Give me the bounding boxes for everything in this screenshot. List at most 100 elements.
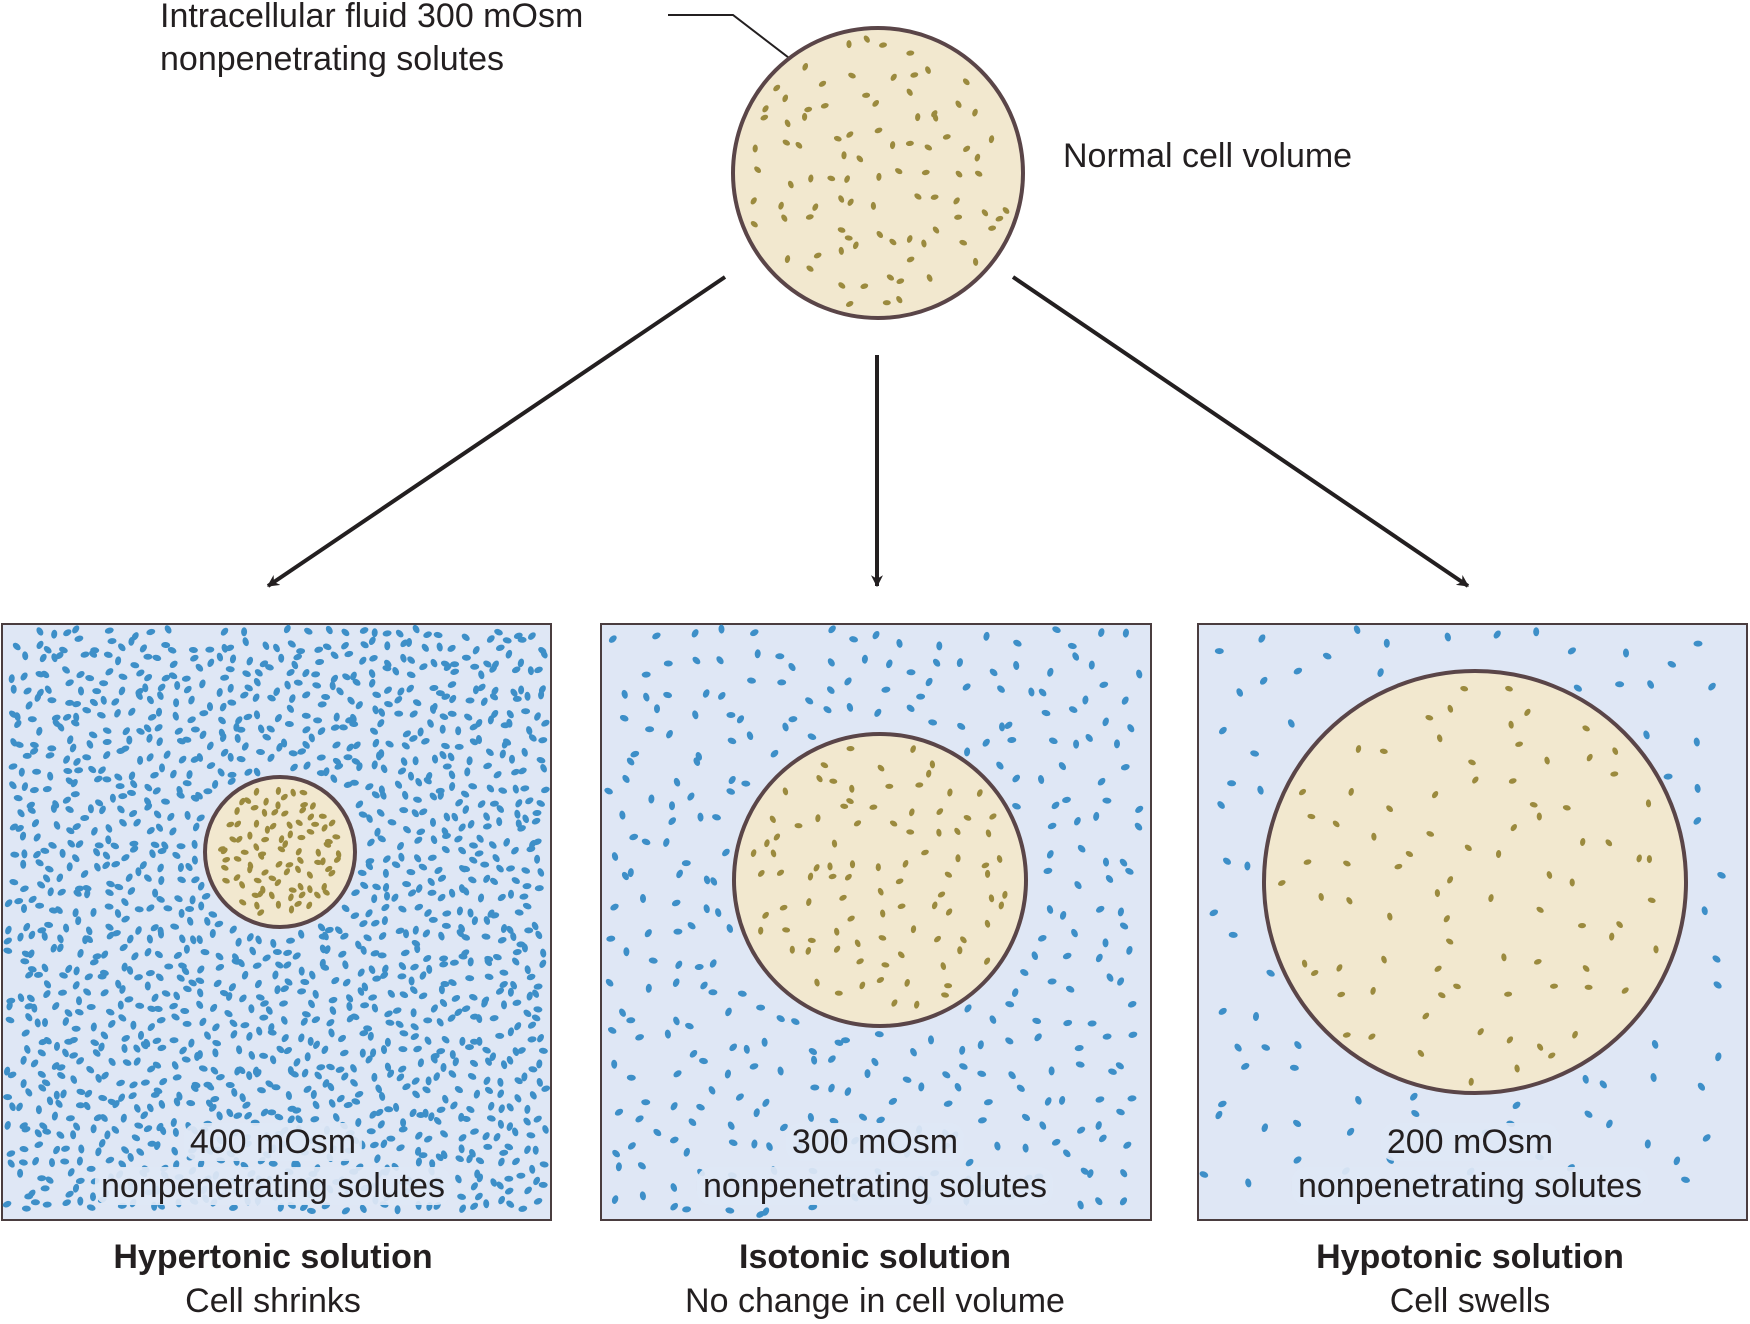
solute-particle bbox=[36, 627, 44, 636]
solute-particle bbox=[363, 1025, 373, 1032]
solute-particle bbox=[627, 1142, 636, 1150]
solute-particle bbox=[114, 909, 122, 918]
solute-particle bbox=[766, 1142, 773, 1151]
arrows bbox=[266, 275, 1470, 588]
solute-particle bbox=[829, 1117, 839, 1125]
solute-particle bbox=[36, 726, 43, 736]
solute-particle bbox=[20, 904, 28, 913]
solute-particle bbox=[32, 1157, 40, 1166]
solute-particle bbox=[143, 653, 153, 660]
solute-particle bbox=[26, 801, 36, 809]
shrunken-cell bbox=[203, 775, 357, 929]
solute-particle bbox=[750, 629, 759, 637]
solute-particle bbox=[39, 653, 47, 663]
solute-particle bbox=[69, 743, 77, 753]
solute-particle bbox=[417, 1058, 424, 1068]
solute-particle bbox=[22, 651, 29, 661]
solute-particle bbox=[877, 887, 884, 896]
solute-particle bbox=[346, 743, 354, 752]
solute-particle bbox=[312, 1100, 320, 1110]
solute-particle bbox=[276, 1045, 285, 1054]
solute-particle bbox=[147, 1140, 157, 1147]
solute-particle bbox=[812, 203, 819, 211]
solute-particle bbox=[372, 705, 379, 715]
solute-particle bbox=[419, 808, 428, 816]
solute-particle bbox=[30, 1059, 39, 1068]
solute-particle bbox=[44, 685, 52, 694]
solute-particle bbox=[173, 1097, 181, 1107]
solute-particle bbox=[172, 851, 181, 859]
solute-particle bbox=[422, 929, 431, 938]
solute-particle bbox=[1095, 1121, 1102, 1130]
solute-particle bbox=[482, 1132, 490, 1141]
solute-particle bbox=[1128, 1031, 1138, 1038]
solute-particle bbox=[442, 1094, 449, 1104]
solute-particle bbox=[104, 627, 114, 634]
solute-particle bbox=[833, 945, 841, 953]
solute-particle bbox=[41, 670, 50, 679]
solute-particle bbox=[134, 906, 144, 913]
solute-particle bbox=[115, 783, 125, 790]
solute-particle bbox=[99, 805, 106, 815]
solute-particle bbox=[286, 937, 295, 944]
solute-particle bbox=[306, 828, 315, 835]
solute-particle bbox=[70, 1130, 77, 1140]
solute-particle bbox=[36, 640, 44, 650]
solute-particle bbox=[208, 911, 218, 918]
solute-particle bbox=[371, 1003, 379, 1013]
solute-particle bbox=[252, 693, 260, 702]
solute-particle bbox=[216, 688, 223, 697]
solute-particle bbox=[199, 679, 206, 689]
solute-particle bbox=[146, 1103, 154, 1113]
solute-particle bbox=[1043, 867, 1053, 874]
solute-particle bbox=[274, 985, 281, 995]
solute-particle bbox=[410, 1023, 419, 1031]
solute-particle bbox=[200, 949, 210, 956]
solute-particle bbox=[443, 812, 451, 822]
solute-particle bbox=[161, 674, 171, 682]
solute-particle bbox=[863, 35, 870, 43]
solute-particle bbox=[475, 719, 483, 728]
solute-particle bbox=[1234, 1043, 1242, 1052]
solute-particle bbox=[328, 1028, 335, 1038]
solute-particle bbox=[9, 781, 17, 790]
solute-particle bbox=[100, 1031, 109, 1040]
solute-particle bbox=[846, 798, 854, 805]
solute-particle bbox=[1082, 695, 1089, 705]
solute-particle bbox=[89, 650, 98, 658]
solute-particle bbox=[507, 987, 514, 997]
solute-particle bbox=[496, 1181, 504, 1190]
solute-particle bbox=[495, 987, 505, 995]
solute-particle bbox=[1005, 1037, 1014, 1045]
solute-particle bbox=[59, 972, 68, 979]
solute-particle bbox=[879, 42, 887, 48]
solute-particle bbox=[104, 1130, 111, 1140]
solute-particle bbox=[287, 830, 293, 839]
solute-particle bbox=[308, 999, 315, 1009]
solute-particle bbox=[300, 802, 309, 808]
solute-particle bbox=[226, 992, 233, 1001]
solute-particle bbox=[896, 638, 903, 648]
solute-particle bbox=[506, 710, 514, 719]
solute-particle bbox=[1117, 907, 1124, 917]
solute-particle bbox=[1616, 921, 1623, 928]
solute-particle bbox=[527, 666, 534, 676]
solute-particle bbox=[255, 994, 265, 1001]
solute-particle bbox=[953, 197, 960, 205]
solute-particle bbox=[1097, 777, 1106, 786]
solute-particle bbox=[871, 1057, 879, 1067]
solute-particle bbox=[818, 80, 827, 87]
solute-particle bbox=[121, 962, 128, 972]
solute-particle bbox=[139, 861, 147, 870]
solute-particle bbox=[735, 1093, 744, 1101]
solute-particle bbox=[317, 701, 327, 708]
solute-particle bbox=[736, 715, 745, 724]
solute-particle bbox=[1250, 750, 1260, 757]
solute-particle bbox=[105, 824, 113, 833]
solute-particle bbox=[33, 833, 41, 842]
solute-particle bbox=[1127, 1095, 1137, 1102]
solute-particle bbox=[400, 639, 409, 648]
solute-particle bbox=[853, 820, 862, 827]
solute-particle bbox=[450, 661, 460, 668]
solute-particle bbox=[153, 1087, 163, 1095]
